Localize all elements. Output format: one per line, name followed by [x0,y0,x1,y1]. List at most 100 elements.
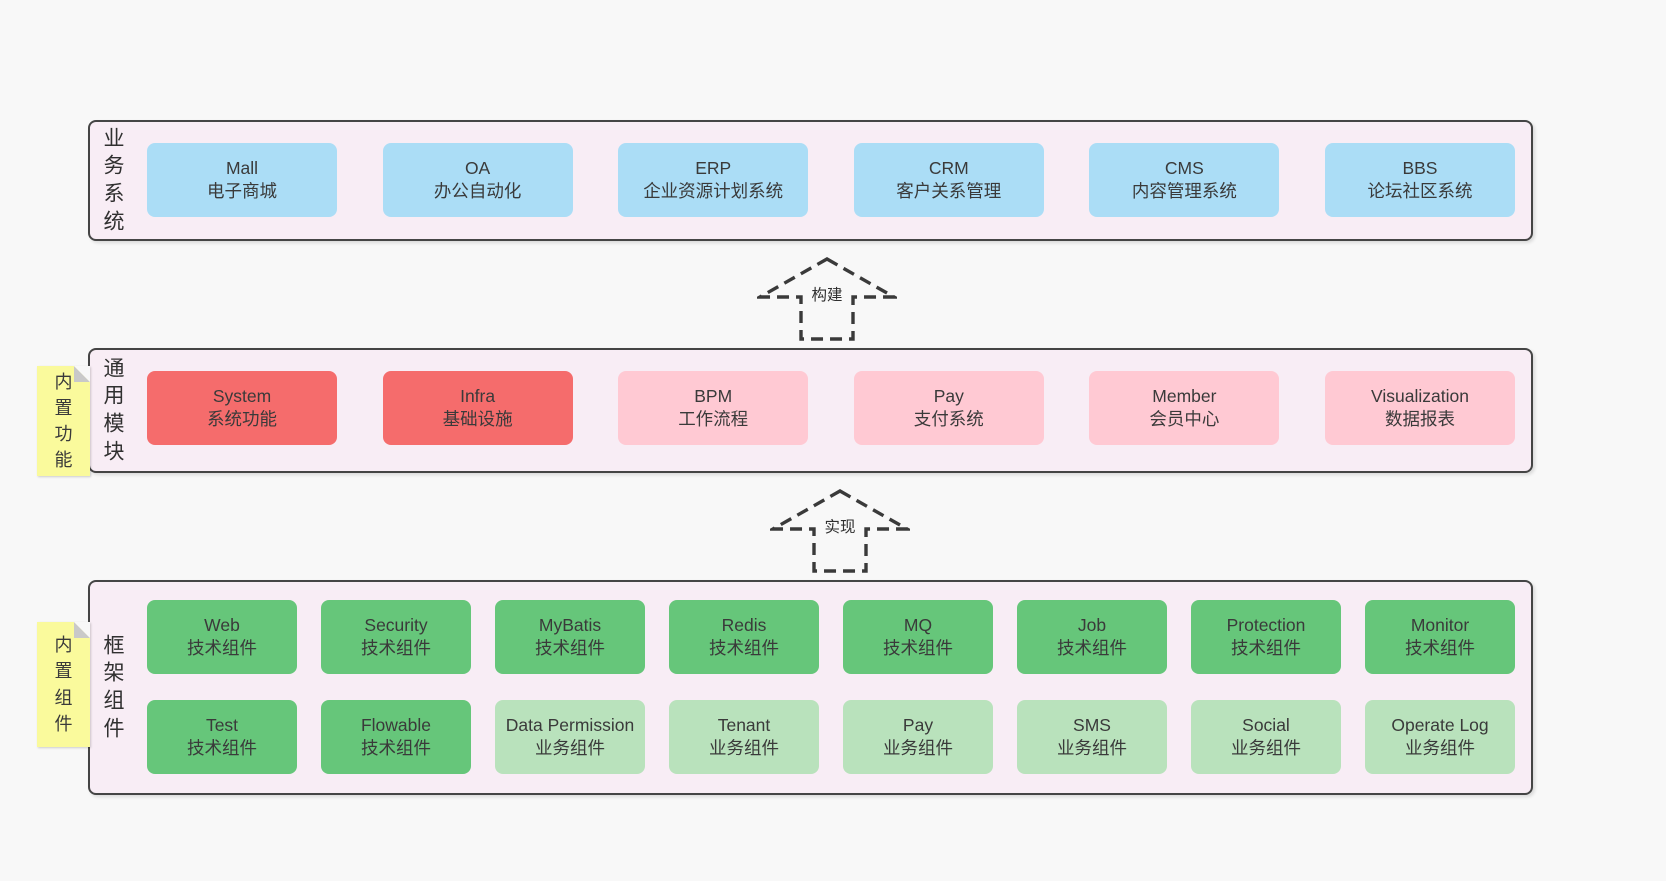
box-subtitle: 技术组件 [187,638,257,658]
box-title: BPM [694,386,733,407]
sticky-note-built-in-features: 内置功能 [37,366,90,476]
box-social: Social 业务组件 [1191,700,1341,774]
box-subtitle: 业务组件 [883,738,953,758]
box-job: Job 技术组件 [1017,600,1167,674]
box-sms: SMS 业务组件 [1017,700,1167,774]
layer-common-modules: 通用模块 System 系统功能 Infra 基础设施 BPM 工作流程 Pay… [88,348,1533,473]
box-subtitle: 系统功能 [207,409,277,429]
box-mall: Mall 电子商城 [147,143,337,217]
box-infra: Infra 基础设施 [382,371,573,445]
box-title: CRM [928,158,969,179]
box-monitor: Monitor 技术组件 [1365,600,1515,674]
box-subtitle: 业务组件 [535,738,605,758]
box-title: Test [205,715,239,736]
box-subtitle: 技术组件 [361,638,431,658]
box-subtitle: 技术组件 [1231,638,1301,658]
box-crm: CRM 客户关系管理 [853,143,1044,217]
layer-label-components: 框架组件 [103,634,125,741]
box-subtitle: 技术组件 [883,638,953,658]
box-title: Mall [225,158,259,179]
box-protection: Protection 技术组件 [1191,600,1341,674]
box-subtitle: 业务组件 [1405,738,1475,758]
box-mybatis: MyBatis 技术组件 [495,600,645,674]
box-subtitle: 基础设施 [442,409,513,429]
box-subtitle: 业务组件 [709,738,779,758]
box-title: SMS [1073,715,1111,736]
box-title: CMS [1164,158,1204,179]
layer-business-systems: 业务系统 Mall 电子商城 OA 办公自动化 ERP 企业资源计划系统 CRM… [88,120,1533,241]
box-redis: Redis 技术组件 [669,600,819,674]
box-title: Tenant [717,715,771,736]
arrow-build-label: 构建 [807,281,847,306]
sticky-note-label: 内置功能 [54,371,73,471]
box-title: Security [364,615,428,636]
box-title: MyBatis [538,615,602,636]
box-title: Web [204,615,240,636]
components-row-2: Test 技术组件 Flowable 技术组件 Data Permission … [147,700,1515,774]
box-subtitle: 技术组件 [187,738,257,758]
layer-label-modules: 通用模块 [103,357,125,464]
box-title: System [212,386,272,407]
box-subtitle: 企业资源计划系统 [643,181,784,201]
box-cms: CMS 内容管理系统 [1089,143,1280,217]
layer-label-business: 业务系统 [103,127,125,234]
box-visualization: Visualization 数据报表 [1324,371,1515,445]
box-subtitle: 客户关系管理 [896,181,1002,201]
folded-corner-icon [74,366,90,382]
box-subtitle: 支付系统 [913,409,984,429]
box-title: Pay [933,386,964,407]
box-title: Operate Log [1391,715,1489,736]
box-subtitle: 会员中心 [1149,409,1220,429]
box-system: System 系统功能 [147,371,337,445]
box-title: Social [1242,715,1290,736]
box-operate-log: Operate Log 业务组件 [1365,700,1515,774]
box-title: OA [464,158,491,179]
box-subtitle: 办公自动化 [433,181,522,201]
box-title: Pay [902,715,934,736]
box-subtitle: 技术组件 [1057,638,1127,658]
box-oa: OA 办公自动化 [382,143,573,217]
folded-corner-icon [74,622,90,638]
box-title: Job [1077,615,1107,636]
box-tenant: Tenant 业务组件 [669,700,819,774]
box-pay-module: Pay 支付系统 [853,371,1044,445]
box-title: Redis [721,615,767,636]
modules-boxes-row: System 系统功能 Infra 基础设施 BPM 工作流程 Pay 支付系统… [147,371,1515,445]
sticky-note-label: 内置组件 [54,635,73,734]
box-test: Test 技术组件 [147,700,297,774]
box-title: Member [1152,386,1217,407]
arrow-implement: 实现 [770,488,910,574]
box-bbs: BBS 论坛社区系统 [1324,143,1515,217]
box-subtitle: 技术组件 [535,638,605,658]
box-security: Security 技术组件 [321,600,471,674]
box-title: Infra [460,386,496,407]
box-title: Protection [1226,615,1306,636]
box-title: Data Permission [505,715,635,736]
box-subtitle: 工作流程 [678,409,749,429]
dashed-up-arrow-icon [770,489,910,573]
box-subtitle: 技术组件 [361,738,431,758]
box-subtitle: 数据报表 [1384,409,1455,429]
arrow-implement-label: 实现 [820,513,860,538]
box-title: Monitor [1410,615,1470,636]
box-erp: ERP 企业资源计划系统 [618,143,809,217]
box-mq: MQ 技术组件 [843,600,993,674]
box-subtitle: 电子商城 [207,181,277,201]
box-subtitle: 论坛社区系统 [1367,181,1473,201]
box-subtitle: 技术组件 [709,638,779,658]
layer-framework-components: 框架组件 Web 技术组件 Security 技术组件 MyBatis 技术组件… [88,580,1533,795]
dashed-up-arrow-icon [757,257,897,341]
business-boxes-row: Mall 电子商城 OA 办公自动化 ERP 企业资源计划系统 CRM 客户关系… [147,143,1515,217]
box-subtitle: 技术组件 [1405,638,1475,658]
box-title: BBS [1402,158,1438,179]
arrow-build: 构建 [757,256,897,342]
box-title: Visualization [1371,386,1469,407]
box-title: ERP [695,158,732,179]
box-data-permission: Data Permission 业务组件 [495,700,645,774]
box-subtitle: 业务组件 [1057,738,1127,758]
box-web: Web 技术组件 [147,600,297,674]
box-pay-component: Pay 业务组件 [843,700,993,774]
sticky-note-built-in-components: 内置组件 [37,622,90,747]
box-title: MQ [903,615,933,636]
